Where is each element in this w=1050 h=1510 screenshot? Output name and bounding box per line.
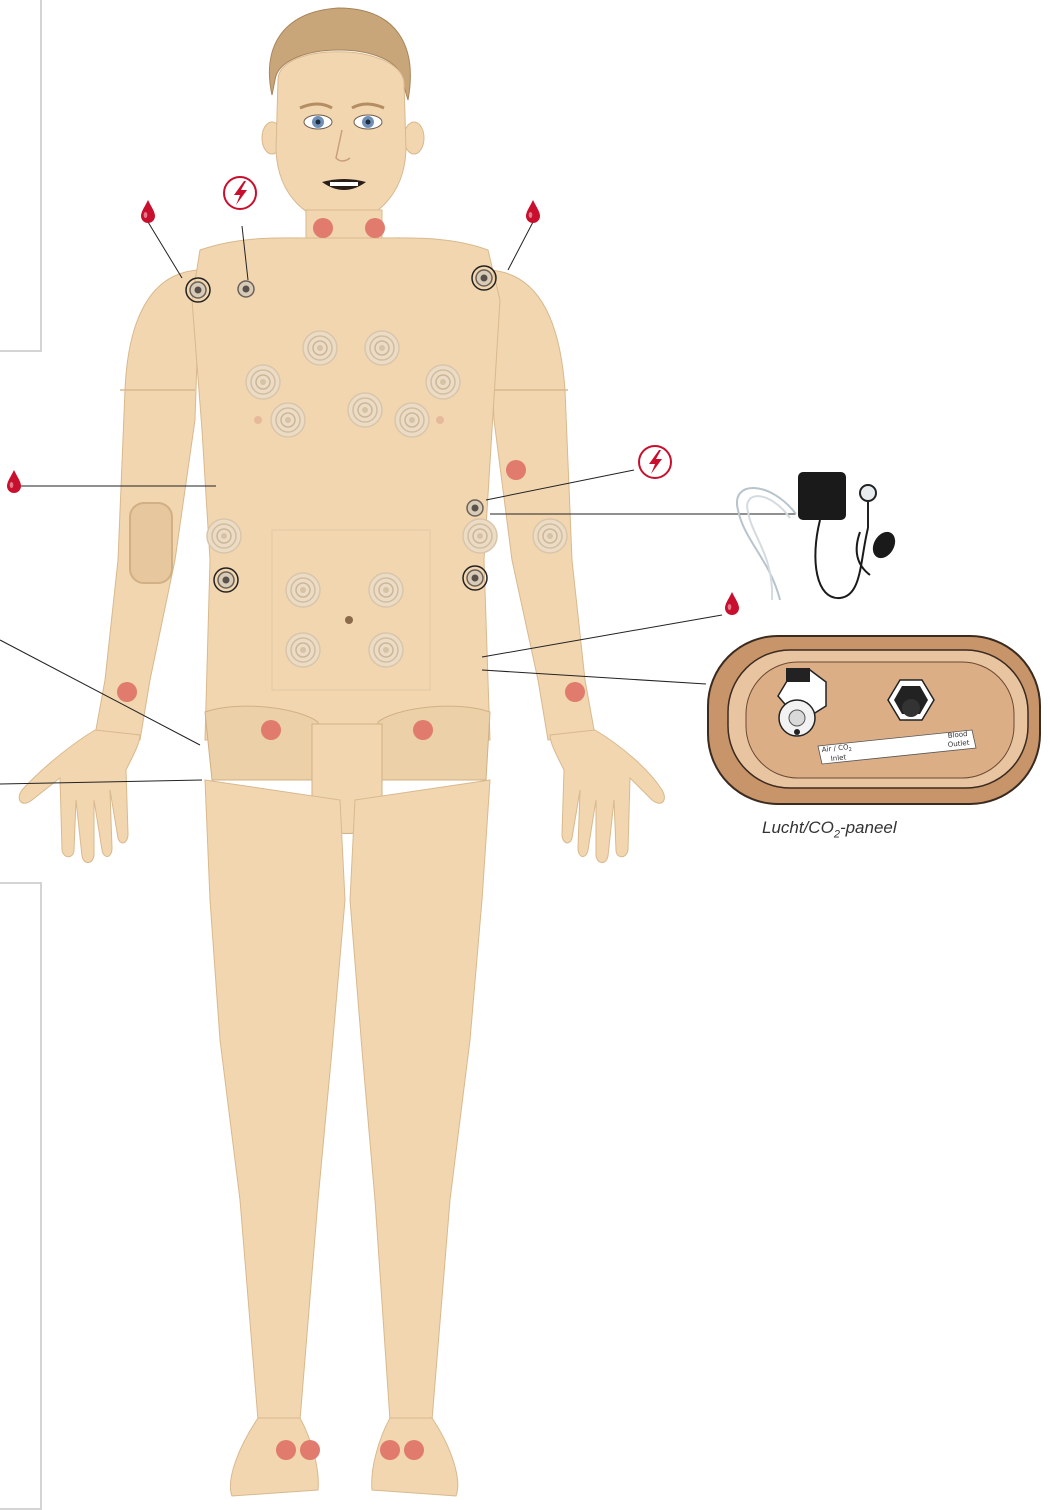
blood-drop-icon — [526, 200, 540, 223]
inlet-label-line2: Inlet — [830, 753, 847, 763]
defibrillation-bolt-icon — [639, 446, 671, 478]
right-hand — [550, 730, 664, 863]
left-eye — [304, 115, 332, 129]
iv-arm-pad — [130, 503, 172, 583]
right-ear — [404, 122, 424, 154]
head — [262, 8, 424, 224]
right-eye — [354, 115, 382, 129]
inlet-label-sub: 2 — [848, 747, 852, 753]
legs — [205, 780, 490, 1496]
defibrillation-bolt-icon — [224, 177, 256, 209]
blood-drop-icon — [141, 200, 155, 223]
caption-suffix: -paneel — [840, 818, 897, 837]
panel-caption: Lucht/CO2-paneel — [762, 818, 897, 840]
caption-prefix: Lucht/CO — [762, 818, 834, 837]
left-hand — [19, 730, 140, 863]
left-arm — [19, 270, 200, 863]
navel — [345, 616, 353, 624]
torso — [192, 238, 500, 740]
blood-pressure-cuff-icon — [737, 472, 900, 600]
air-co2-panel: Air / CO2 Inlet Blood Outlet — [708, 636, 1040, 804]
right-arm — [488, 270, 664, 863]
blood-drop-icon — [7, 470, 21, 493]
blood-drop-icon — [725, 592, 739, 615]
